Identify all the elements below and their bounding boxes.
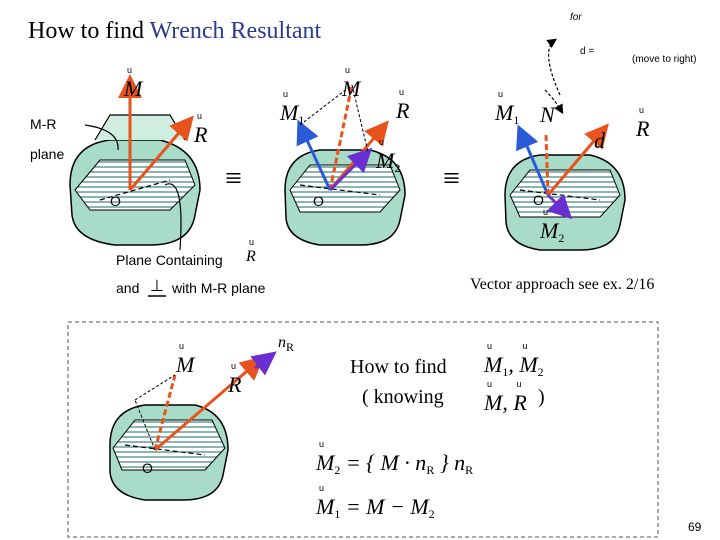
how-to-find-text: How to find: [350, 356, 447, 378]
equation-m2: M2 = { M · nR } nR: [316, 439, 473, 478]
plane-containing-text: Plane Containing: [116, 252, 223, 268]
vector-m2-label-2: M2: [376, 137, 400, 176]
origin-label-2: O: [313, 193, 324, 209]
vector-r-label-2: R: [396, 87, 409, 124]
title-prefix: How to find: [28, 18, 150, 44]
origin-label-4: O: [142, 460, 153, 476]
note-move-right: (move to right): [632, 54, 697, 65]
lower-nr-label: nR: [278, 334, 295, 354]
vector-m1-label-3: M1: [495, 89, 519, 128]
vector-m1-label-2: M1: [280, 89, 304, 128]
vector-m2-label-3: M2: [540, 207, 564, 246]
vector-r-label-3: R: [636, 105, 649, 142]
and-word: and: [116, 280, 140, 296]
rigid-body-1: [69, 74, 201, 251]
equation-m1: M1 = M − M2: [316, 483, 435, 522]
equivalence-symbol-1: ≡: [225, 162, 242, 195]
rigid-body-2: [284, 84, 406, 246]
page-title: How to find Wrench Resultant: [28, 18, 321, 45]
dashed-frame: [67, 321, 659, 538]
origin-label-1: O: [110, 193, 121, 209]
knowing-text: ( knowing: [362, 386, 444, 408]
lower-r-label: R: [228, 361, 241, 398]
knowing-vectors: M, R: [484, 379, 527, 416]
with-mr-plane-text: with M-R plane: [172, 280, 266, 296]
perpendicular-symbol: ⊥: [150, 278, 164, 295]
page-number: 69: [688, 520, 702, 534]
vector-m-label-2: M: [342, 65, 360, 102]
note-for: for: [570, 12, 582, 23]
vector-n-label-3: N: [540, 102, 555, 127]
vector-approach-note: Vector approach see ex. 2/16: [470, 276, 655, 293]
rigid-body-3: [504, 38, 626, 251]
lower-m-label: M: [176, 341, 194, 378]
vector-m-label-1: M: [124, 65, 142, 102]
vector-r-label-1: R: [194, 111, 207, 148]
knowing-close-paren: ): [538, 386, 545, 408]
origin-label-3: O: [533, 192, 544, 208]
mr-plane-label-line1: M-R: [30, 116, 57, 132]
equivalence-symbol-2: ≡: [443, 162, 460, 195]
distance-d-label: d: [594, 128, 605, 153]
plane-r-vector: R: [246, 237, 256, 266]
rigid-body-4: [109, 351, 277, 501]
how-to-find-vectors: M1, M2: [484, 341, 544, 380]
title-highlight: Wrench Resultant: [149, 18, 322, 44]
mr-plane-label-line2: plane: [30, 146, 65, 162]
note-d-formula: d =: [580, 46, 595, 57]
